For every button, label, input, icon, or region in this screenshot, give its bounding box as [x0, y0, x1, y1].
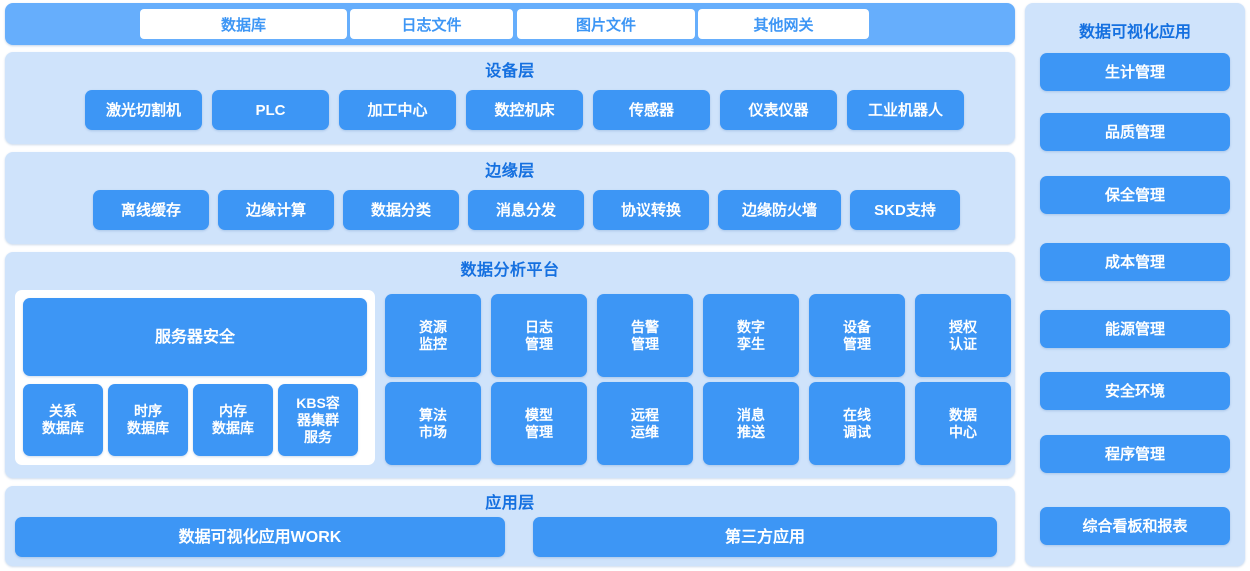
service-tile-r1-0[interactable]: 资源 监控	[385, 294, 481, 377]
device-layer-item-5[interactable]: 仪表仪器	[720, 90, 837, 130]
device-layer-item-1[interactable]: PLC	[212, 90, 329, 130]
service-tile-r1-3[interactable]: 数字 孪生	[703, 294, 799, 377]
data-source-button-1[interactable]: 日志文件	[350, 9, 513, 39]
service-tile-r1-0-line1: 资源	[419, 318, 447, 335]
data-source-button-2[interactable]: 图片文件	[517, 9, 695, 39]
database-tile-1-line2: 数据库	[127, 420, 169, 436]
edge-layer-item-4[interactable]: 协议转换	[593, 190, 709, 230]
service-tile-r1-4-line2: 管理	[843, 335, 871, 352]
service-tile-r2-0-line2: 市场	[419, 423, 447, 440]
service-tile-r2-2[interactable]: 远程 运维	[597, 382, 693, 465]
service-tile-r2-0[interactable]: 算法 市场	[385, 382, 481, 465]
analytics-platform-panel: 数据分析平台 服务器安全 关系 数据库 时序 数据库 内存 数据库 KBS容 器…	[5, 252, 1015, 478]
service-tile-r2-5-line2: 中心	[949, 423, 977, 440]
service-tile-r1-2-line1: 告警	[631, 318, 659, 335]
database-tile-2[interactable]: 内存 数据库	[193, 384, 273, 456]
service-tile-r1-5-line2: 认证	[949, 335, 977, 352]
edge-layer-panel: 边缘层 离线缓存 边缘计算 数据分类 消息分发 协议转换 边缘防火墙 SKD支持	[5, 152, 1015, 244]
visualization-sidebar-item-2[interactable]: 保全管理	[1040, 176, 1230, 214]
service-tile-r2-3[interactable]: 消息 推送	[703, 382, 799, 465]
data-source-bar: 数据库 日志文件 图片文件 其他网关	[5, 3, 1015, 45]
visualization-sidebar-item-0[interactable]: 生计管理	[1040, 53, 1230, 91]
visualization-sidebar-title: 数据可视化应用	[1078, 24, 1191, 41]
visualization-sidebar-item-7[interactable]: 综合看板和报表	[1040, 507, 1230, 545]
database-tile-0-line2: 数据库	[42, 420, 84, 436]
application-layer-panel: 应用层 数据可视化应用WORK 第三方应用	[5, 486, 1015, 566]
edge-layer-item-6[interactable]: SKD支持	[850, 190, 960, 230]
service-tile-r2-0-line1: 算法	[419, 406, 447, 423]
application-layer-title: 应用层	[485, 495, 535, 512]
device-layer-panel: 设备层 激光切割机 PLC 加工中心 数控机床 传感器 仪表仪器 工业机器人	[5, 52, 1015, 144]
device-layer-item-4[interactable]: 传感器	[593, 90, 710, 130]
edge-layer-title: 边缘层	[485, 163, 535, 180]
application-layer-item-1[interactable]: 第三方应用	[533, 517, 997, 557]
device-layer-item-2[interactable]: 加工中心	[339, 90, 456, 130]
service-tile-r1-4[interactable]: 设备 管理	[809, 294, 905, 377]
database-tile-2-line1: 内存	[219, 403, 247, 419]
service-tile-r1-1-line1: 日志	[525, 318, 553, 335]
service-tile-r2-3-line1: 消息	[737, 406, 765, 423]
device-layer-item-3[interactable]: 数控机床	[466, 90, 583, 130]
edge-layer-item-3[interactable]: 消息分发	[468, 190, 584, 230]
database-tile-3-line3: 服务	[304, 428, 332, 445]
database-tile-3-line2: 器集群	[297, 411, 339, 428]
data-source-button-3[interactable]: 其他网关	[698, 9, 869, 39]
device-layer-item-6[interactable]: 工业机器人	[847, 90, 964, 130]
edge-layer-item-5[interactable]: 边缘防火墙	[718, 190, 841, 230]
server-security-card: 服务器安全 关系 数据库 时序 数据库 内存 数据库 KBS容 器集群 服务	[15, 290, 375, 465]
edge-layer-item-1[interactable]: 边缘计算	[218, 190, 334, 230]
service-tile-r2-3-line2: 推送	[737, 423, 765, 440]
visualization-sidebar-item-4[interactable]: 能源管理	[1040, 310, 1230, 348]
edge-layer-item-2[interactable]: 数据分类	[343, 190, 459, 230]
database-tile-1[interactable]: 时序 数据库	[108, 384, 188, 456]
service-tile-r2-2-line2: 运维	[631, 423, 659, 440]
service-tile-r2-5-line1: 数据	[949, 406, 977, 423]
database-tile-1-line1: 时序	[134, 403, 162, 419]
service-tile-r2-4[interactable]: 在线 调试	[809, 382, 905, 465]
edge-layer-item-0[interactable]: 离线缓存	[93, 190, 209, 230]
device-layer-title: 设备层	[485, 63, 535, 80]
service-tile-r1-3-line2: 孪生	[737, 335, 765, 352]
service-tile-r2-1-line2: 管理	[525, 423, 553, 440]
service-tile-r2-1[interactable]: 模型 管理	[491, 382, 587, 465]
analytics-platform-title: 数据分析平台	[460, 262, 560, 279]
database-tile-0[interactable]: 关系 数据库	[23, 384, 103, 456]
database-tile-0-line1: 关系	[49, 403, 77, 419]
service-tile-r1-5[interactable]: 授权 认证	[915, 294, 1011, 377]
database-tile-2-line2: 数据库	[212, 420, 254, 436]
service-tile-r2-4-line1: 在线	[843, 406, 871, 423]
service-tile-r1-5-line1: 授权	[949, 318, 977, 335]
service-tile-r1-4-line1: 设备	[843, 318, 871, 335]
data-source-button-0[interactable]: 数据库	[140, 9, 347, 39]
server-security-tile[interactable]: 服务器安全	[23, 298, 367, 376]
visualization-sidebar-item-6[interactable]: 程序管理	[1040, 435, 1230, 473]
visualization-sidebar-item-5[interactable]: 安全环境	[1040, 372, 1230, 410]
application-layer-item-0[interactable]: 数据可视化应用WORK	[15, 517, 505, 557]
service-tile-r2-2-line1: 远程	[631, 406, 659, 423]
service-tile-r2-1-line1: 模型	[525, 406, 553, 423]
device-layer-item-0[interactable]: 激光切割机	[85, 90, 202, 130]
service-tile-r2-5[interactable]: 数据 中心	[915, 382, 1011, 465]
service-tile-r1-3-line1: 数字	[737, 318, 765, 335]
service-tile-r1-0-line2: 监控	[419, 335, 447, 352]
service-tile-r1-2[interactable]: 告警 管理	[597, 294, 693, 377]
service-tile-r1-2-line2: 管理	[631, 335, 659, 352]
visualization-sidebar-item-3[interactable]: 成本管理	[1040, 243, 1230, 281]
database-tile-3-line1: KBS容	[296, 394, 340, 411]
visualization-sidebar-item-1[interactable]: 品质管理	[1040, 113, 1230, 151]
service-tile-r1-1-line2: 管理	[525, 335, 553, 352]
service-tile-r1-1[interactable]: 日志 管理	[491, 294, 587, 377]
visualization-sidebar-panel: 数据可视化应用 生计管理 品质管理 保全管理 成本管理 能源管理 安全环境 程序…	[1025, 3, 1245, 566]
service-tile-r2-4-line2: 调试	[843, 423, 871, 440]
database-tile-3[interactable]: KBS容 器集群 服务	[278, 384, 358, 456]
